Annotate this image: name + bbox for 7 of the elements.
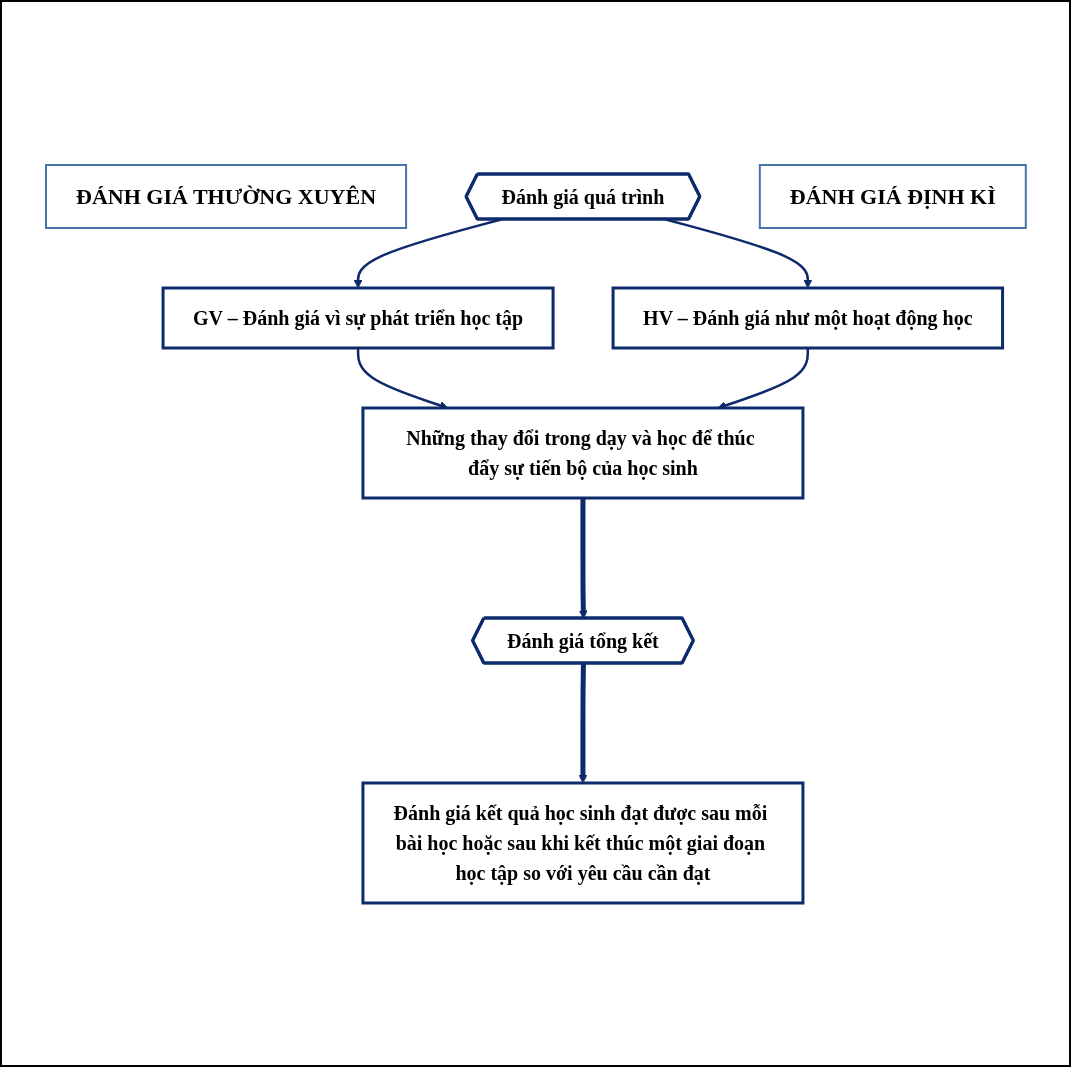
node-box: ĐÁNH GIÁ ĐỊNH KÌ xyxy=(758,163,1027,229)
node-box: Những thay đổi trong dạy và học để thúc đẩy sự tiến bộ của học sinh xyxy=(361,406,805,499)
node-box: GV – Đánh giá vì sự phát triển học tập xyxy=(161,286,555,349)
node-box: HV – Đánh giá như một hoạt động học xyxy=(611,286,1004,349)
node-box: ĐÁNH GIÁ THƯỜNG XUYÊN xyxy=(44,163,407,229)
arrow xyxy=(578,662,587,783)
node-box: Đánh giá kết quả học sinh đạt được sau mỗi bài học hoặc sau khi kết thúc một giai đoạn học tập so với yêu cầu cần đạt xyxy=(361,781,805,904)
